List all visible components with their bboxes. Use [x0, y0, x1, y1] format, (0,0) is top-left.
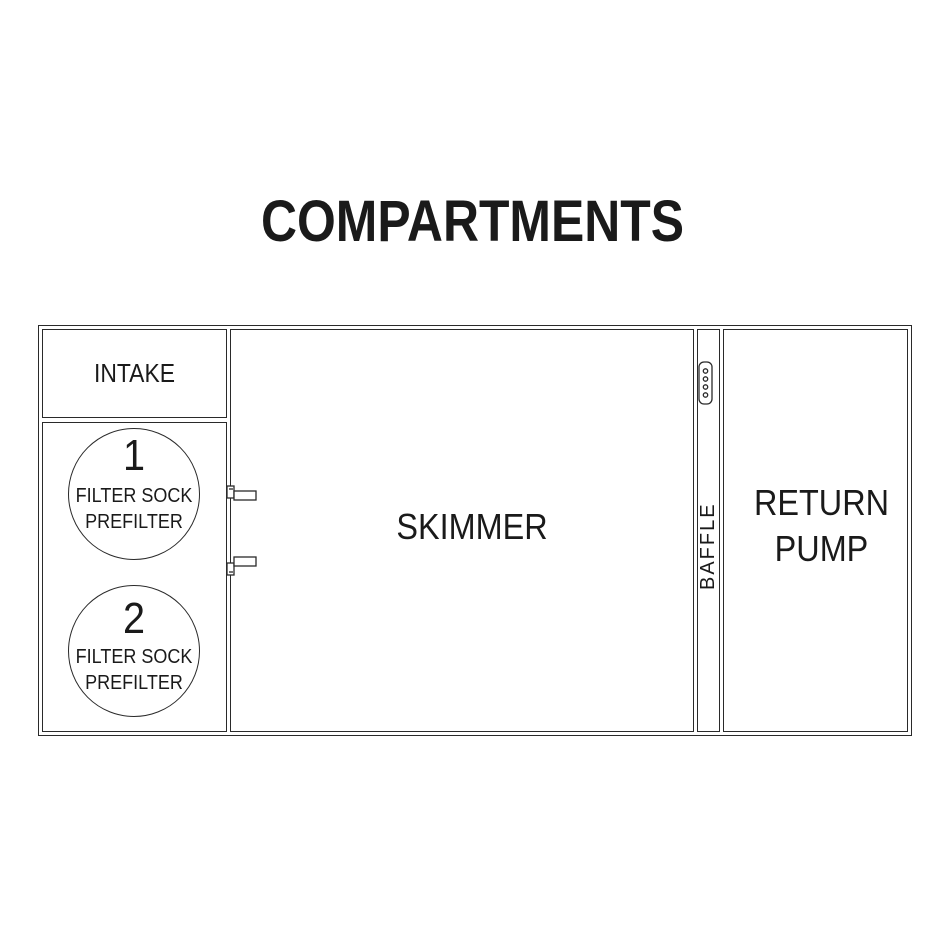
filter-sock-2-line2: PREFILTER: [85, 672, 183, 694]
skimmer-label: SKIMMER: [396, 506, 548, 547]
return-pump-label-line2: PUMP: [774, 528, 869, 569]
intake-compartment: [42, 329, 227, 418]
baffle-compartment: [697, 329, 720, 732]
filter-sock-1-line2: PREFILTER: [85, 511, 183, 533]
filter-sock-2-number: 2: [122, 594, 146, 643]
return-pump-compartment: [723, 329, 908, 732]
intake-label: INTAKE: [94, 358, 175, 388]
inlet-fitting-upper: [226, 485, 257, 501]
filter-sock-1-number: 1: [122, 431, 146, 480]
baffle-comb: [698, 361, 713, 405]
inlet-fitting-lower: [226, 556, 257, 576]
return-pump-label-line1: RETURN: [754, 482, 889, 523]
filter-sock-2: 2 FILTER SOCK PREFILTER: [68, 585, 200, 717]
filter-sock-1: 1 FILTER SOCK PREFILTER: [68, 428, 200, 560]
skimmer-compartment: [230, 329, 694, 732]
filter-sock-2-line1: FILTER SOCK: [75, 646, 193, 668]
diagram-title: COMPARTMENTS: [260, 189, 685, 254]
filter-sock-1-line1: FILTER SOCK: [75, 485, 193, 507]
